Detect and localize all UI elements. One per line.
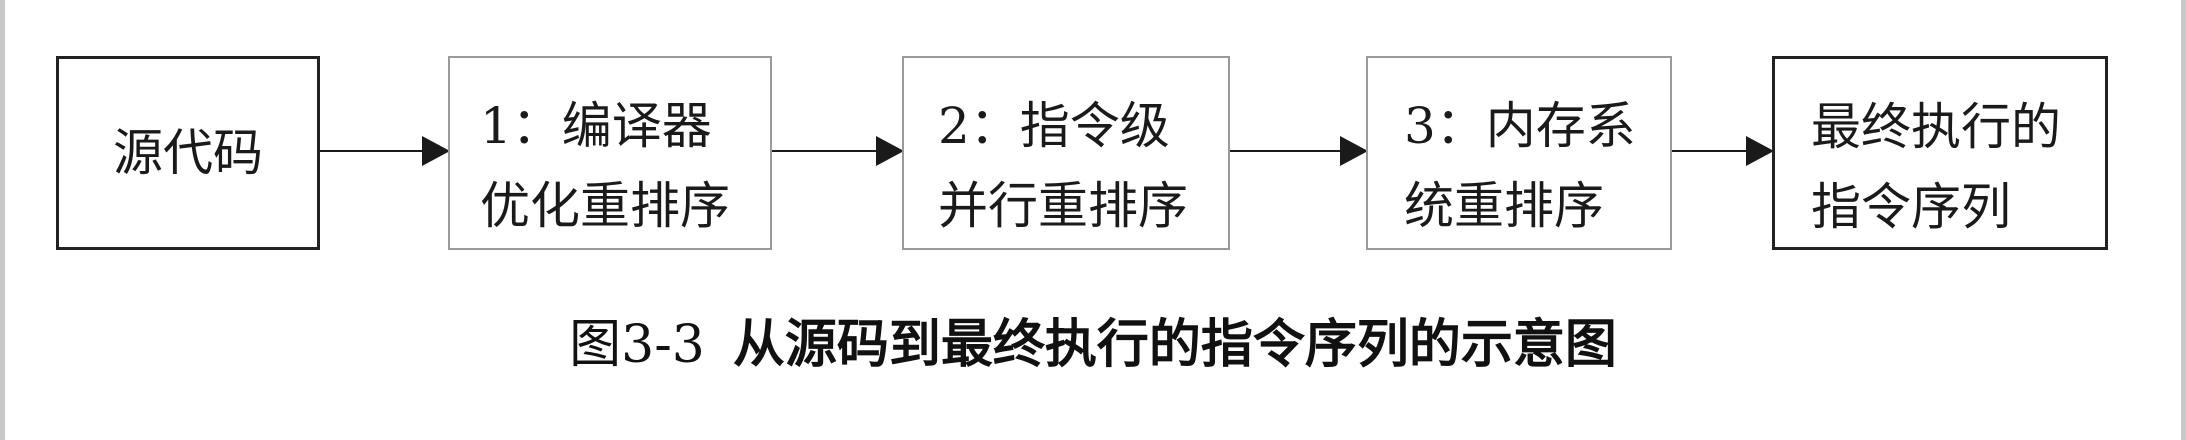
arrow-3-head xyxy=(1340,136,1368,166)
arrow-1 xyxy=(320,136,450,166)
node-final-instruction-sequence-line-1: 最终执行的 xyxy=(1811,98,2061,156)
figure-number: 图3-3 xyxy=(569,315,705,375)
node-instruction-parallel-reorder-line-1: 2：指令级 xyxy=(938,97,1170,155)
node-compiler-reorder-line-1: 1：编译器 xyxy=(480,97,712,155)
node-instruction-parallel-reorder: 2：指令级 并行重排序 xyxy=(902,56,1230,250)
page-edge-right xyxy=(2181,0,2186,440)
node-source-code: 源代码 xyxy=(56,56,320,250)
arrow-4-head xyxy=(1746,136,1774,166)
node-compiler-reorder: 1：编译器 优化重排序 xyxy=(448,56,772,250)
arrow-2-head xyxy=(876,136,904,166)
node-instruction-parallel-reorder-line-2: 并行重排序 xyxy=(938,177,1188,235)
node-compiler-reorder-line-2: 优化重排序 xyxy=(480,177,730,235)
node-memory-system-reorder-line-2: 统重排序 xyxy=(1404,177,1604,235)
node-source-code-label: 源代码 xyxy=(113,124,263,182)
node-memory-system-reorder-line-1: 3：内存系 xyxy=(1404,97,1636,155)
node-memory-system-reorder: 3：内存系 统重排序 xyxy=(1366,56,1672,250)
node-final-instruction-sequence: 最终执行的 指令序列 xyxy=(1772,56,2108,250)
figure-title: 从源码到最终执行的指令序列的示意图 xyxy=(732,315,1617,375)
figure-caption: 图3-3 从源码到最终执行的指令序列的示意图 xyxy=(0,302,2186,377)
page-edge-left xyxy=(0,0,5,440)
arrow-3 xyxy=(1230,136,1368,166)
node-final-instruction-sequence-line-2: 指令序列 xyxy=(1811,178,2011,236)
arrow-4 xyxy=(1672,136,1774,166)
arrow-1-head xyxy=(422,136,450,166)
arrow-2 xyxy=(772,136,904,166)
